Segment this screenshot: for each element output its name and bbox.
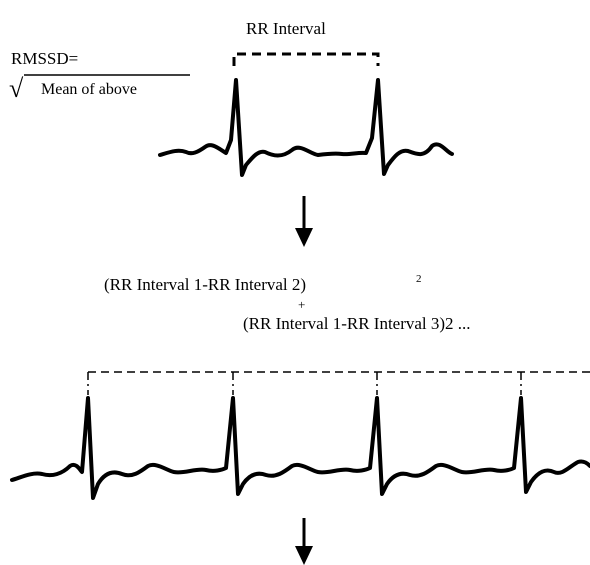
down-arrow-2 [295,518,313,565]
formula-exponent: 2 [416,273,422,285]
ecg-wave-top [158,78,454,177]
ecg-wave-bottom [10,396,590,500]
rmssd-label: RMSSD= [11,49,79,68]
rr-intervals-dashed-bracket [87,371,590,395]
sqrt-icon: √ [9,74,24,103]
down-arrow-1 [295,196,313,247]
rr-interval-label: RR Interval [246,19,326,38]
rmssd-radicand: Mean of above [41,81,137,98]
formula-term-1: (RR Interval 1-RR Interval 2) [104,275,307,294]
rr-interval-bracket [232,52,380,66]
formula-plus: + [298,297,306,312]
formula-term-2: (RR Interval 1-RR Interval 3)2 ... [243,314,471,333]
